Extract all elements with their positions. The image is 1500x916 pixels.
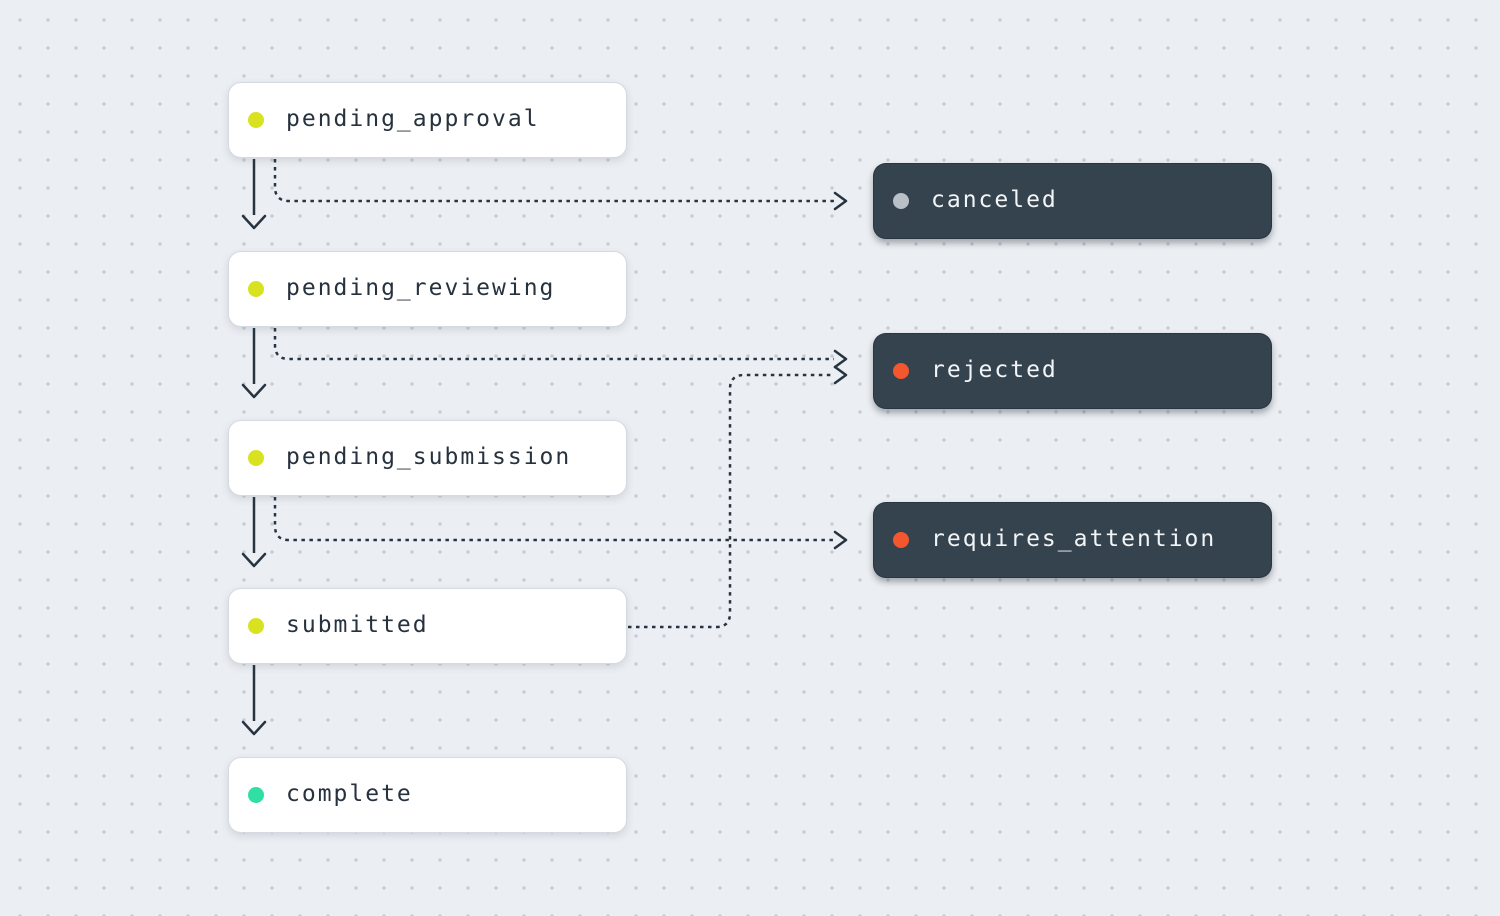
state-label: pending_reviewing bbox=[286, 275, 556, 301]
arrowhead-right-icon bbox=[833, 191, 848, 211]
state-node-pending-submission[interactable]: pending_submission bbox=[228, 420, 627, 496]
state-node-pending-reviewing[interactable]: pending_reviewing bbox=[228, 251, 627, 327]
status-dot bbox=[893, 363, 909, 379]
status-dot bbox=[893, 532, 909, 548]
edge-submitted-to-complete bbox=[241, 665, 267, 736]
edge-submitted-to-rejected bbox=[628, 365, 848, 629]
status-dot bbox=[893, 193, 909, 209]
state-label: canceled bbox=[931, 187, 1058, 213]
arrowhead-right-icon bbox=[833, 349, 848, 369]
status-dot bbox=[248, 618, 264, 634]
arrowhead-down-icon bbox=[241, 720, 267, 736]
edge-pending_approval-to-pending_reviewing bbox=[241, 159, 267, 230]
state-node-submitted[interactable]: submitted bbox=[228, 588, 627, 664]
edge-strokes bbox=[241, 159, 848, 736]
state-label: submitted bbox=[286, 612, 429, 638]
state-label: complete bbox=[286, 781, 413, 807]
arrowhead-down-icon bbox=[241, 383, 267, 399]
edge-pending_submission-to-submitted bbox=[241, 497, 267, 568]
edge-pending_reviewing-to-rejected bbox=[273, 328, 848, 369]
edge-pending_submission-to-requires_attention bbox=[273, 497, 848, 550]
state-node-pending-approval[interactable]: pending_approval bbox=[228, 82, 627, 158]
status-dot bbox=[248, 450, 264, 466]
status-dot bbox=[248, 112, 264, 128]
state-label: requires_attention bbox=[931, 526, 1217, 552]
arrowhead-down-icon bbox=[241, 214, 267, 230]
state-node-canceled[interactable]: canceled bbox=[873, 163, 1272, 239]
status-dot bbox=[248, 281, 264, 297]
edge-pending_reviewing-to-pending_submission bbox=[241, 328, 267, 399]
arrowhead-right-icon bbox=[833, 365, 848, 385]
state-node-rejected[interactable]: rejected bbox=[873, 333, 1272, 409]
status-dot bbox=[248, 787, 264, 803]
state-node-requires-attention[interactable]: requires_attention bbox=[873, 502, 1272, 578]
edge-pending_approval-to-canceled bbox=[273, 159, 848, 211]
state-label: rejected bbox=[931, 357, 1058, 383]
state-label: pending_submission bbox=[286, 444, 572, 470]
arrowhead-down-icon bbox=[241, 552, 267, 568]
state-node-complete[interactable]: complete bbox=[228, 757, 627, 833]
arrowhead-right-icon bbox=[833, 530, 848, 550]
state-label: pending_approval bbox=[286, 106, 540, 132]
